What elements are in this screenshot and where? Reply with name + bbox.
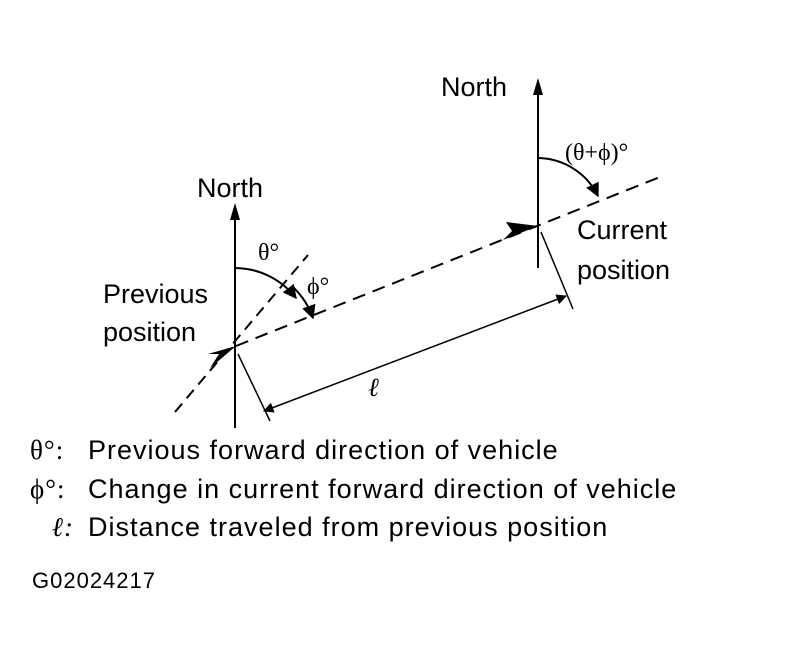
current-position-label-line2: position: [577, 255, 670, 285]
theta-plus-phi-angle-label: (θ+ϕ)°: [565, 140, 628, 166]
theta-plus-phi-angle-arc: [537, 157, 599, 198]
travel-path-dashed-line: [235, 174, 666, 347]
legend-symbol-phi: ϕ°:: [30, 474, 66, 504]
distance-label: ℓ: [368, 373, 379, 402]
north-arrowhead-previous: [230, 203, 240, 220]
distance-dimension-line: [263, 294, 567, 413]
legend-text-distance: Distance traveled from previous position: [88, 512, 609, 542]
distance-extension-current: [540, 231, 574, 310]
previous-direction-arrowhead: [208, 346, 236, 368]
north-label-previous: North: [197, 173, 263, 203]
figure-id: G02024217: [32, 568, 156, 593]
previous-position-label-line1: Previous: [103, 279, 208, 309]
theta-angle-arc: [234, 267, 297, 300]
previous-heading-dashed-line: [174, 254, 309, 413]
current-direction-arrowhead: [503, 222, 538, 240]
north-arrowhead-current: [533, 78, 543, 95]
legend-symbol-distance: ℓ:: [51, 512, 74, 542]
previous-position-label-line2: position: [103, 317, 196, 347]
north-label-current: North: [441, 72, 507, 102]
legend-text-theta: Previous forward direction of vehicle: [88, 435, 559, 465]
legend-symbol-theta: θ°:: [30, 435, 65, 465]
theta-angle-label: θ°: [258, 240, 279, 266]
legend-item-distance: ℓ: Distance traveled from previous positi…: [30, 514, 608, 541]
phi-angle-label: ϕ°: [307, 274, 329, 300]
legend-item-phi: ϕ°: Change in current forward direction o…: [30, 476, 677, 503]
legend-text-phi: Change in current forward direction of v…: [88, 474, 678, 504]
legend-item-theta: θ°: Previous forward direction of vehicle: [30, 437, 559, 464]
current-position-label-line1: Current: [577, 215, 668, 245]
